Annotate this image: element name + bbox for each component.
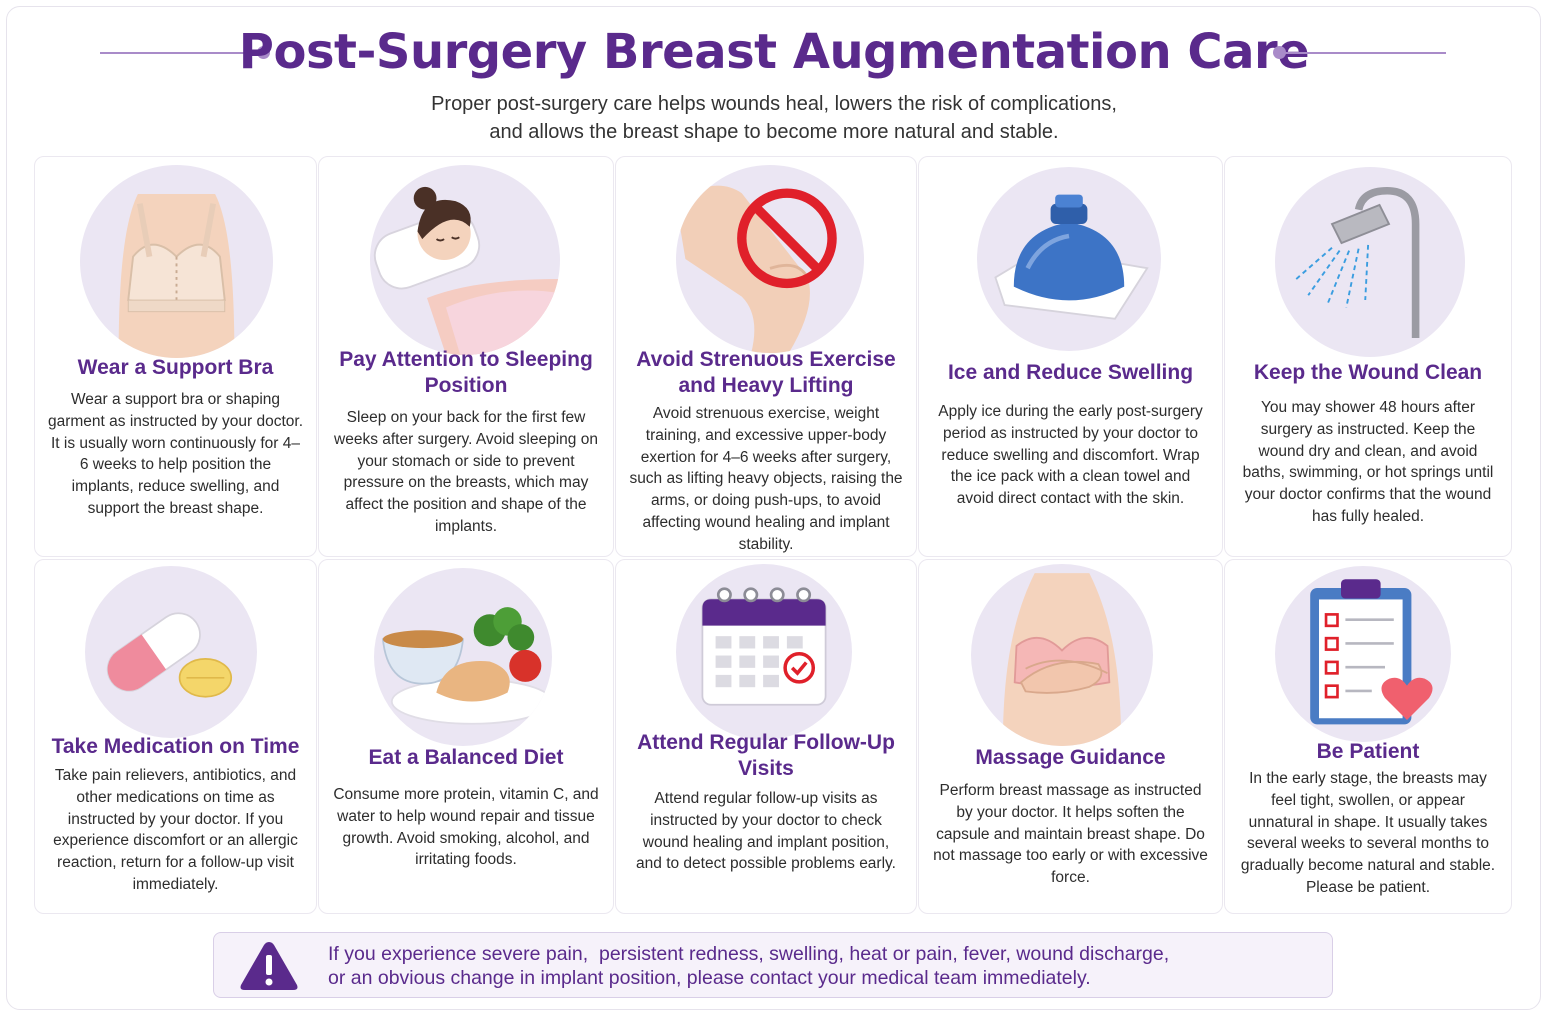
card-title: Be Patient — [1316, 740, 1420, 763]
card-title: Attend Regular Follow-Up Visits — [637, 731, 895, 780]
intro-line-2: and allows the breast shape to become mo… — [489, 121, 1059, 143]
card-support-bra: Wear a Support Bra Wear a support bra or… — [34, 156, 317, 557]
card-avoid-exercise: Avoid Strenuous Exercise and Heavy Lifti… — [615, 156, 917, 557]
shower-icon — [1275, 167, 1465, 357]
massage-icon — [971, 564, 1153, 746]
no-lifting-icon — [676, 165, 864, 353]
card-title: Wear a Support Bra — [77, 356, 274, 379]
warning-banner: If you experience severe pain, persisten… — [213, 932, 1333, 998]
card-title: Massage Guidance — [975, 746, 1166, 769]
sleeping-woman-icon — [370, 165, 560, 355]
card-title: Take Medication on Time — [51, 735, 300, 758]
card-wound-clean: Keep the Wound Clean You may shower 48 h… — [1224, 156, 1512, 557]
title-decoration-right-dot — [1273, 46, 1286, 59]
medication-pills-icon — [85, 566, 257, 738]
title-decoration-left-dot — [257, 46, 270, 59]
card-balanced-diet: Eat a Balanced Diet Consume more protein… — [318, 559, 614, 914]
intro-text: Proper post-surgery care helps wounds he… — [0, 90, 1548, 146]
card-text: Perform breast massage as instructed by … — [933, 782, 1208, 887]
card-title: Ice and Reduce Swelling — [947, 361, 1194, 384]
title-decoration-right-line — [1284, 52, 1446, 54]
warning-triangle-icon — [240, 942, 298, 990]
warning-line-1: If you experience severe pain, persisten… — [328, 943, 1170, 965]
calendar-icon — [676, 564, 852, 740]
card-text: Avoid strenuous exercise, weight trainin… — [629, 405, 903, 553]
ice-pack-icon — [977, 167, 1161, 351]
title-row: Post-Surgery Breast Augmentation Care — [0, 18, 1548, 88]
clipboard-heart-icon — [1275, 566, 1451, 742]
card-follow-up: Attend Regular Follow-Up Visits Attend r… — [615, 559, 917, 914]
support-bra-icon — [80, 165, 273, 358]
card-text: Wear a support bra or shaping garment as… — [47, 391, 304, 517]
warning-line-2: or an obvious change in implant position… — [328, 967, 1091, 989]
balanced-diet-icon — [374, 568, 552, 746]
card-text: In the early stage, the breasts may feel… — [1240, 770, 1496, 896]
card-be-patient: Be Patient In the early stage, the breas… — [1224, 559, 1512, 914]
card-text: Attend regular follow-up visits as instr… — [636, 790, 896, 873]
card-ice-swelling: Ice and Reduce Swelling Apply ice during… — [918, 156, 1223, 557]
card-text: Sleep on your back for the first few wee… — [334, 409, 598, 535]
page-title: Post-Surgery Breast Augmentation Care — [238, 24, 1310, 80]
card-title: Keep the Wound Clean — [1253, 361, 1483, 384]
title-decoration-left-line — [100, 52, 260, 54]
intro-line-1: Proper post-surgery care helps wounds he… — [431, 93, 1117, 115]
card-text: Apply ice during the early post-surgery … — [938, 403, 1203, 508]
card-title: Pay Attention to Sleeping Position — [339, 348, 593, 397]
card-medication: Take Medication on Time Take pain reliev… — [34, 559, 317, 914]
card-text: Consume more protein, vitamin C, and wat… — [333, 786, 599, 869]
warning-text: If you experience severe pain, persisten… — [328, 942, 1318, 990]
card-text: You may shower 48 hours after surgery as… — [1242, 399, 1494, 525]
card-text: Take pain relievers, antibiotics, and ot… — [53, 767, 298, 893]
card-massage: Massage Guidance Perform breast massage … — [918, 559, 1223, 914]
card-title: Eat a Balanced Diet — [368, 746, 564, 769]
card-sleeping-position: Pay Attention to Sleeping Position Sleep… — [318, 156, 614, 557]
card-title: Avoid Strenuous Exercise and Heavy Lifti… — [636, 348, 896, 397]
